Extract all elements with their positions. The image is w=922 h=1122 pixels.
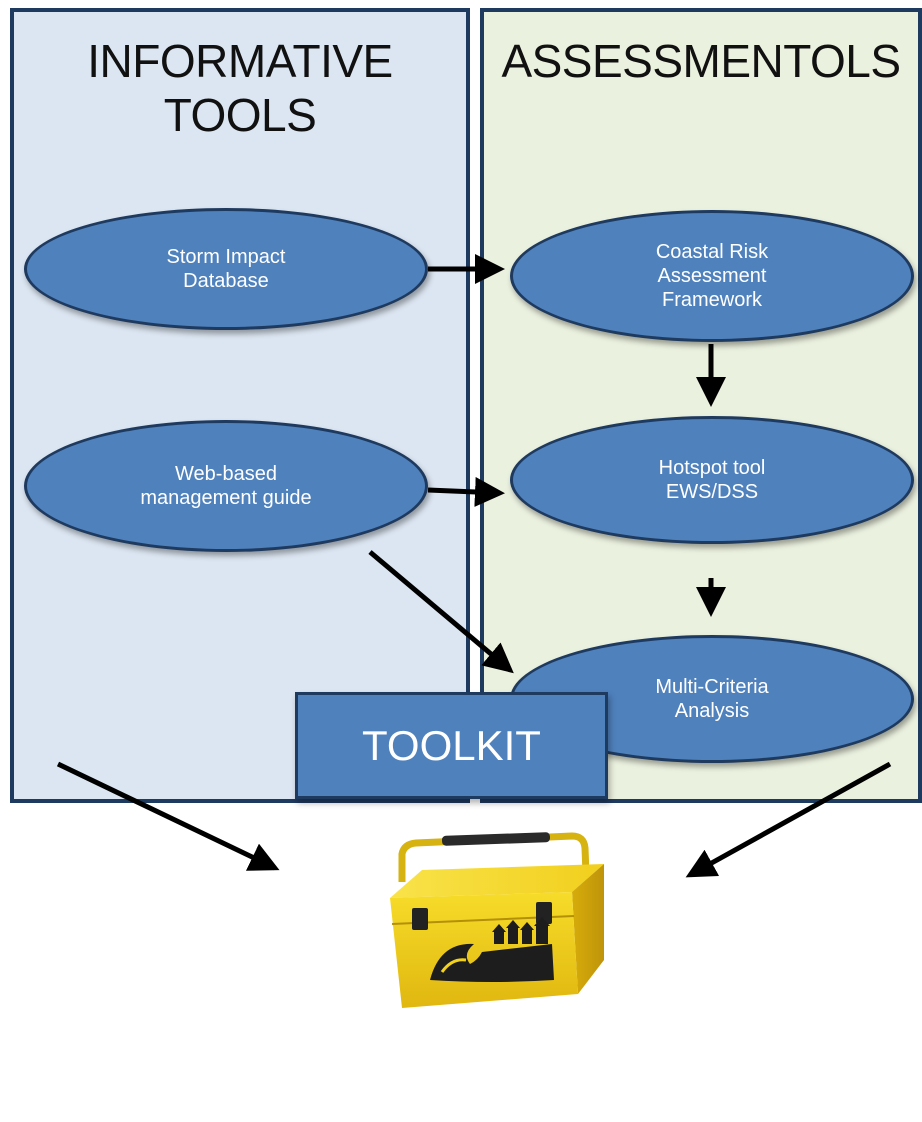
assessment-tools-title: ASSESSMENTOLS bbox=[501, 35, 901, 87]
toolbox-icon bbox=[390, 832, 604, 1008]
multi-criteria-analysis-node: Multi-Criteria Analysis bbox=[510, 635, 914, 763]
informative-tools-panel: INFORMATIVE TOOLS bbox=[10, 8, 470, 803]
coastal-risk-framework-node: Coastal Risk Assessment Framework bbox=[510, 210, 914, 342]
storm-impact-database-node: Storm Impact Database bbox=[24, 208, 428, 330]
informative-tools-title: INFORMATIVE TOOLS bbox=[87, 35, 393, 141]
web-management-guide-node: Web-based management guide bbox=[24, 420, 428, 552]
hotspot-tool-node: Hotspot tool EWS/DSS bbox=[510, 416, 914, 544]
toolkit-box: TOOLKIT bbox=[295, 692, 608, 799]
